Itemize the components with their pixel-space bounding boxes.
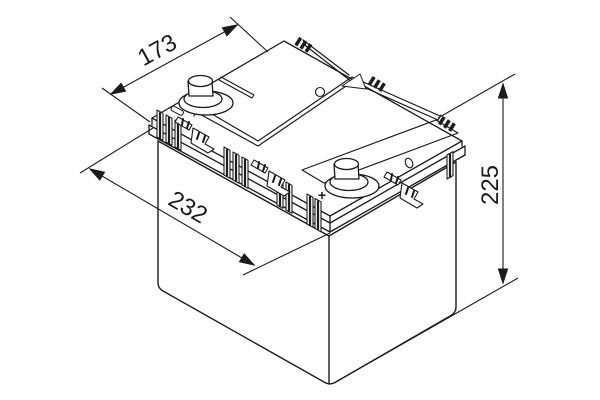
dimension-width	[101, 16, 269, 123]
battery-box-outline	[157, 140, 457, 385]
positive-clamp	[383, 171, 424, 209]
carry-handle	[193, 39, 442, 147]
dimension-length	[79, 127, 331, 276]
dimension-width-arrow-right	[221, 24, 239, 37]
negative-terminal-top	[187, 74, 214, 88]
dimension-length-extension-right	[242, 232, 331, 276]
battery-drawing	[148, 36, 466, 385]
dimension-length-extension-left	[79, 127, 154, 174]
dimension-width-extension-right	[229, 16, 269, 53]
handle-clip-details	[294, 36, 456, 132]
vent-hole-oval	[404, 157, 414, 169]
dimension-length-line	[89, 168, 255, 266]
positive-terminal-mark: +	[318, 187, 326, 203]
dimension-length-label: 232	[164, 186, 212, 230]
dimension-length-arrow-left	[88, 168, 106, 181]
clamp-details	[174, 116, 424, 209]
lid-groove	[218, 76, 255, 99]
vent-panel	[301, 119, 459, 184]
battery-box	[157, 140, 457, 385]
vent-hole-round	[314, 86, 326, 98]
lid-slot	[170, 105, 184, 116]
positive-terminal	[324, 157, 380, 199]
handle-inner-edge	[199, 76, 441, 142]
lid-small-details	[170, 76, 414, 169]
dimension-height-extension-bottom	[333, 277, 519, 384]
dimension-height	[333, 73, 519, 384]
battery-lid	[148, 40, 466, 233]
handle-outer-edge	[195, 81, 439, 147]
dimension-height-label: 225	[477, 165, 504, 205]
dimension-height-extension-top	[437, 73, 516, 119]
dimension-height-arrow-bottom	[497, 268, 509, 285]
dimension-width-arrow-left	[109, 82, 127, 95]
dimension-width-line	[110, 24, 238, 95]
dimension-width-label: 173	[133, 29, 181, 72]
dimension-length-arrow-right	[238, 253, 256, 266]
dimension-height-arrow-top	[497, 82, 509, 99]
negative-clamp	[174, 116, 215, 154]
positive-terminal-top	[333, 157, 360, 171]
dimension-width-extension-left	[101, 87, 151, 123]
dimension-annotations	[79, 16, 519, 384]
handle-stub-outer	[305, 45, 353, 83]
middle-clamp	[250, 159, 291, 197]
negative-terminal	[178, 74, 234, 116]
handle-junction-detail	[341, 73, 367, 90]
